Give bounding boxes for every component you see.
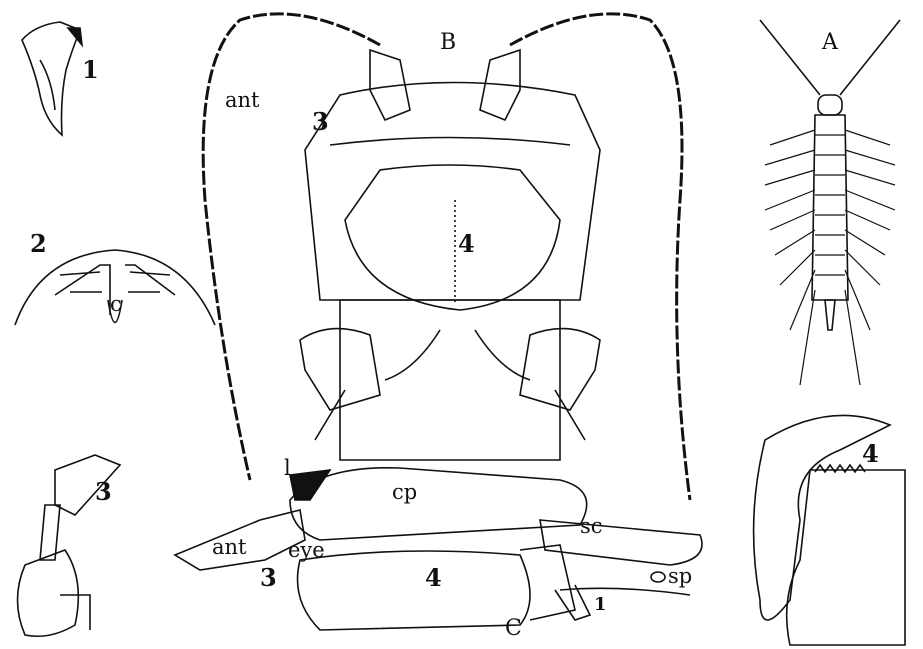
figC-label: C: [505, 616, 522, 641]
figA-label: A: [822, 30, 838, 55]
figC-labrum-label: l: [284, 456, 291, 480]
figC-antenna-label: ant: [212, 535, 247, 559]
fig2-label: 2: [30, 229, 47, 258]
figA-centipede-drawing: [759, 19, 901, 386]
figC-scute-label: sc: [580, 514, 603, 538]
fig1-label: 1: [82, 55, 99, 84]
figB-head-drawing: [201, 12, 692, 501]
fig4-label: 4: [862, 439, 879, 468]
fig2-part-c-label: c: [110, 292, 122, 316]
fig3-drawing: [16, 454, 122, 638]
fig2-drawing: [14, 249, 216, 326]
fig3-label: 3: [95, 477, 112, 506]
fig1-mandible-drawing: [21, 21, 84, 137]
figC-eye-label: eye: [288, 538, 325, 562]
figC-cephalic-plate-label: cp: [392, 480, 418, 504]
fig4-drawing: [752, 414, 906, 646]
figC-side-drawing: [173, 466, 703, 631]
figB-antenna-label: ant: [225, 88, 260, 112]
figC-part-4-label: 4: [425, 563, 442, 592]
figB-label: B: [440, 30, 457, 55]
figC-leg-1-label: 1: [594, 594, 607, 615]
figC-spiracle-label: sp: [668, 564, 693, 588]
figC-part-3-label: 3: [260, 563, 277, 592]
figB-part-4-label: 4: [458, 229, 475, 258]
figB-part-3-label: 3: [312, 107, 329, 136]
